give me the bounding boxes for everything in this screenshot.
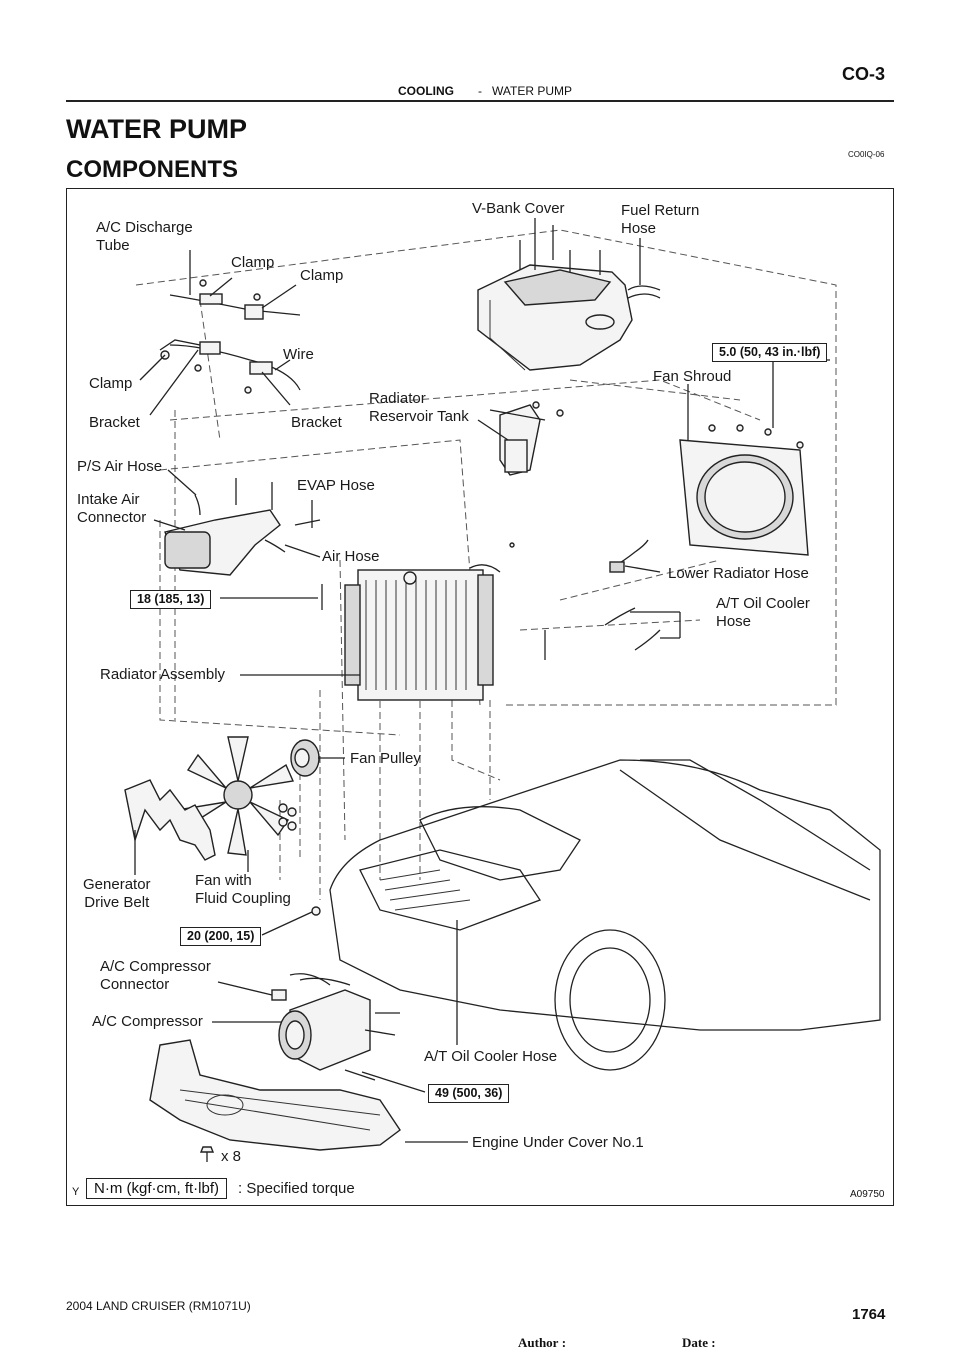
label-fan-shroud: Fan Shroud <box>653 368 732 385</box>
page-code: CO-3 <box>842 64 886 84</box>
torque-5-0: 5.0 (50, 43 in.·lbf) <box>712 343 828 362</box>
torque-unit-legend: N·m (kgf·cm, ft·lbf) <box>86 1178 227 1199</box>
figure-corner-mark: Y <box>72 1186 80 1198</box>
label-ps-air-hose: P/S Air Hose <box>77 458 163 475</box>
label-air-hose: Air Hose <box>322 548 380 565</box>
label-at-oil-cooler-hose-1: A/T Oil Cooler Hose <box>716 595 810 630</box>
figure-frame <box>66 188 894 1206</box>
page-subtitle: COMPONENTS <box>66 156 239 183</box>
header-separator: - <box>478 84 482 98</box>
label-engine-under-cover: Engine Under Cover No.1 <box>472 1134 644 1151</box>
torque-legend-text: : Specified torque <box>238 1180 355 1197</box>
torque-20: 20 (200, 15) <box>180 927 262 946</box>
doc-code: CO0IQ-06 <box>848 150 885 159</box>
label-vbank-cover: V-Bank Cover <box>472 200 565 217</box>
label-bracket-2: Bracket <box>291 414 342 431</box>
page-title: WATER PUMP <box>66 114 247 144</box>
label-at-oil-cooler-hose-2: A/T Oil Cooler Hose <box>424 1048 558 1065</box>
label-clamp-1: Clamp <box>231 254 275 271</box>
label-evap-hose: EVAP Hose <box>297 477 375 494</box>
label-lower-radiator-hose: Lower Radiator Hose <box>668 565 809 582</box>
torque-18: 18 (185, 13) <box>130 590 212 609</box>
label-ac-compressor: A/C Compressor <box>92 1013 203 1030</box>
footer-page-number: 1764 <box>852 1306 886 1323</box>
label-generator-drive-belt: Generator Drive Belt <box>83 876 151 911</box>
torque-49: 49 (500, 36) <box>428 1084 510 1103</box>
label-radiator-assembly: Radiator Assembly <box>100 666 226 683</box>
header-section: COOLING <box>398 84 454 98</box>
label-bracket-1: Bracket <box>89 414 140 431</box>
label-clamp-3: Clamp <box>89 375 133 392</box>
footer-date-label: Date : <box>682 1335 716 1350</box>
label-intake-air-connector: Intake Air Connector <box>77 491 147 526</box>
label-radiator-reservoir-tank: Radiator Reservoir Tank <box>369 390 469 425</box>
label-wire: Wire <box>283 346 314 363</box>
label-ac-compressor-connector: A/C Compressor Connector <box>100 958 211 993</box>
label-fan-pulley: Fan Pulley <box>350 750 421 767</box>
footer-author-label: Author : <box>518 1335 567 1350</box>
footer-model: 2004 LAND CRUISER (RM1071U) <box>66 1299 251 1313</box>
header-rule <box>66 100 894 102</box>
label-bolt-count: x 8 <box>221 1148 242 1165</box>
label-clamp-2: Clamp <box>300 267 344 284</box>
label-fan-with-fluid-coupling: Fan with Fluid Coupling <box>195 872 291 907</box>
label-fuel-return-hose: Fuel Return Hose <box>621 202 700 237</box>
label-ac-discharge-tube: A/C Discharge Tube <box>96 219 193 254</box>
figure-code: A09750 <box>850 1189 885 1200</box>
header-subsection: WATER PUMP <box>492 84 572 98</box>
